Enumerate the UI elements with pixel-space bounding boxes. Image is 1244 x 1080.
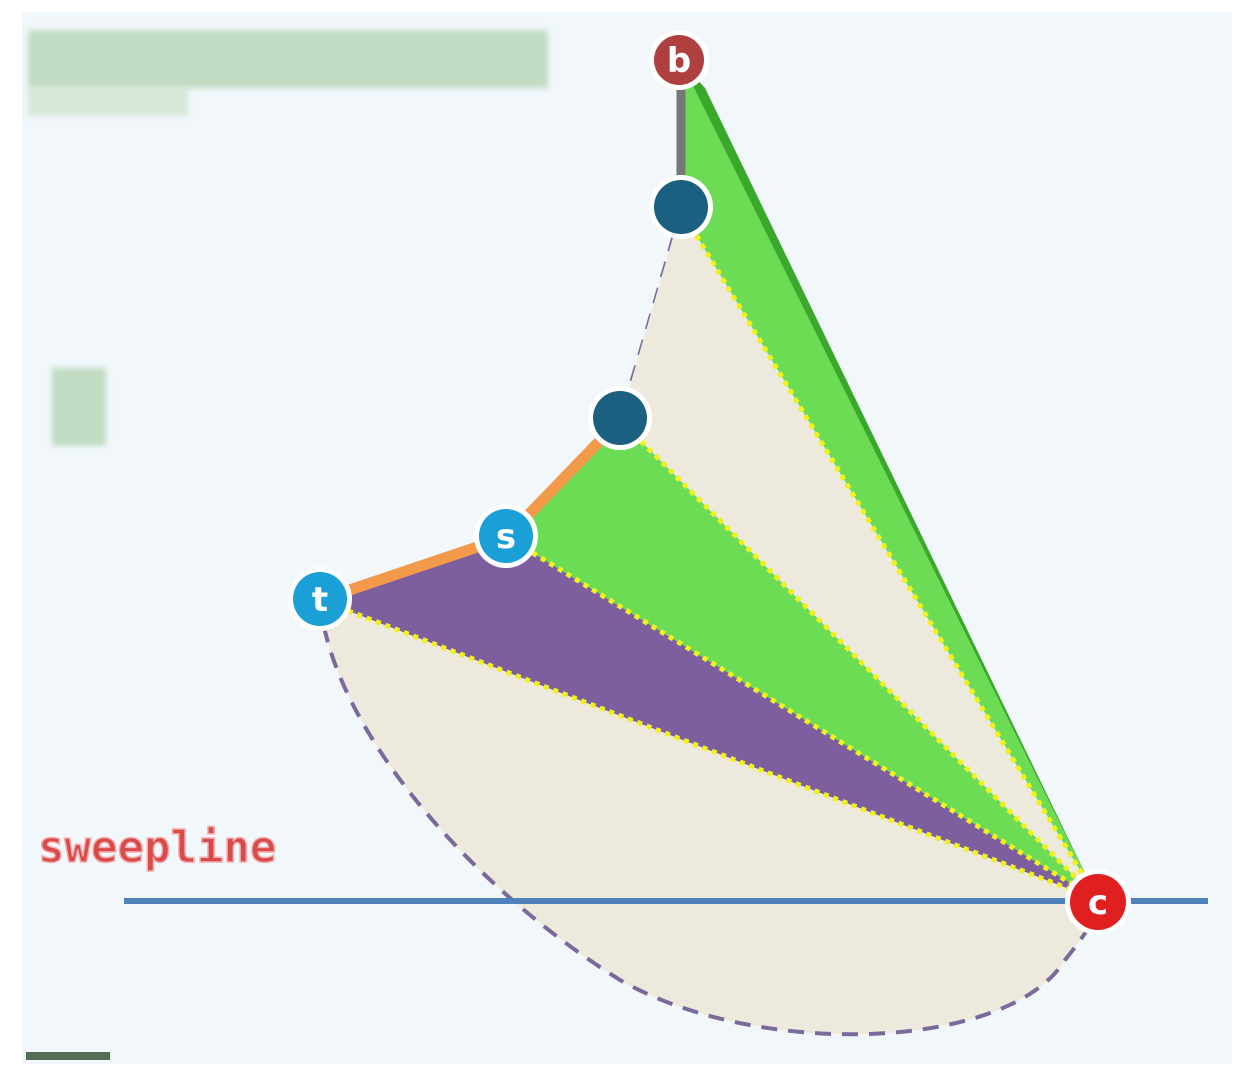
node-b-label: b [667,41,691,81]
diagonal-node1-c [678,208,1101,902]
region-purple [320,537,1098,900]
sweepline-label: sweepline [38,822,276,873]
node-s: s [474,504,538,568]
region-dark-green-edge [681,62,1098,900]
blurred-title [28,30,548,88]
region-green-mid [507,420,1098,900]
node-t-label: t [312,580,328,620]
yellow-diagonals [319,208,1101,903]
node-b: b [649,30,709,90]
node-c-label: c [1088,883,1108,923]
diagonal-node2-c [618,418,1100,902]
diagonal-t-c [319,597,1099,903]
node-s-label: s [496,517,516,557]
dashed-boundary-lower [318,599,1102,1037]
node-vertex-2 [588,386,652,450]
region-beige-wedge [620,210,1098,900]
cutoff-text-fragment [26,1052,110,1060]
node-vertex-1 [649,175,713,239]
blurred-title-tail [28,88,188,116]
node-t: t [288,567,352,631]
blurred-side-text [52,368,106,446]
node-c: c [1065,869,1131,935]
